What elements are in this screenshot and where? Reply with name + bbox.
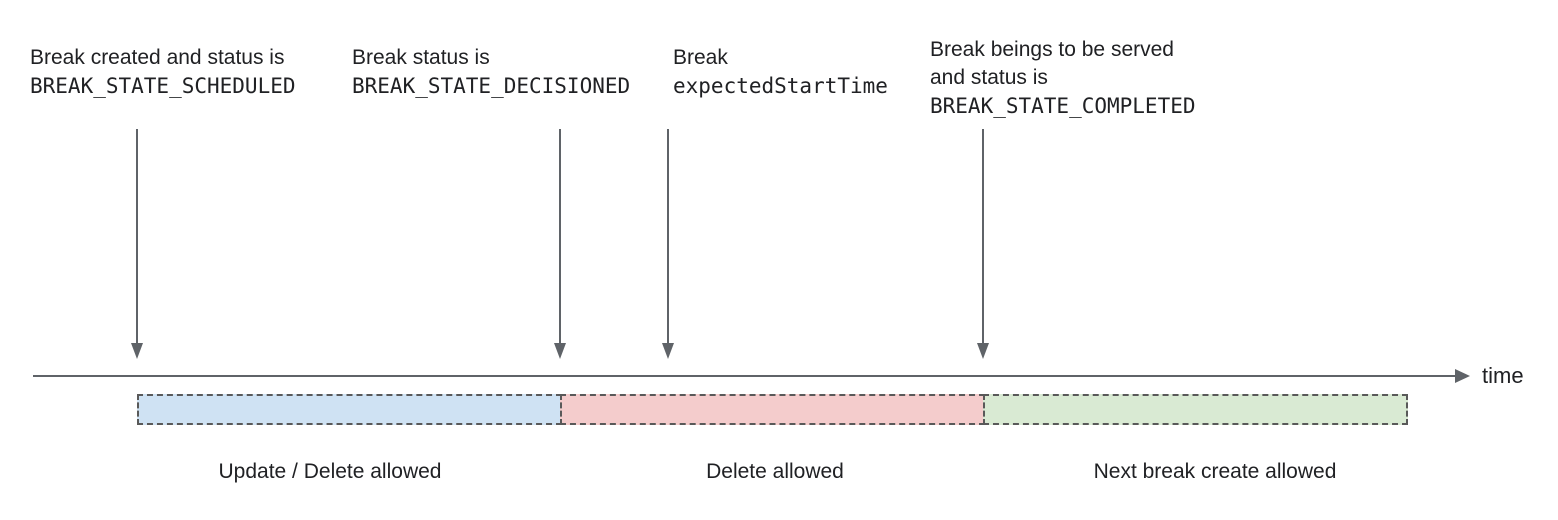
annotation-field-code: expectedStartTime: [673, 74, 888, 98]
annotation-break-scheduled: Break created and status is BREAK_STATE_…: [30, 44, 296, 100]
arrow-shaft: [559, 129, 561, 343]
arrow-down-icon: [131, 343, 143, 359]
segment-label-update-delete: Update / Delete allowed: [218, 460, 442, 483]
segment-label-delete: Delete allowed: [706, 460, 844, 483]
segment-update-delete-allowed: [137, 394, 562, 425]
annotation-text: Break: [673, 46, 728, 69]
event-arrow-completed: [977, 129, 989, 359]
arrow-shaft: [667, 129, 669, 343]
annotation-break-decisioned: Break status is BREAK_STATE_DECISIONED: [352, 44, 630, 100]
annotation-break-completed: Break beings to be served and status is …: [930, 36, 1196, 120]
segment-label-next-break: Next break create allowed: [1093, 460, 1337, 483]
time-axis-line: [33, 375, 1456, 377]
event-arrow-expected-start: [662, 129, 674, 359]
event-arrow-scheduled: [131, 129, 143, 359]
segment-delete-allowed: [560, 394, 985, 425]
arrow-shaft: [136, 129, 138, 343]
annotation-text: Break created and status is: [30, 46, 285, 69]
segment-next-break-create-allowed: [983, 394, 1408, 425]
annotation-state-code: BREAK_STATE_DECISIONED: [352, 74, 631, 98]
arrow-shaft: [982, 129, 984, 343]
arrow-down-icon: [662, 343, 674, 359]
arrow-down-icon: [977, 343, 989, 359]
annotation-text: Break beings to be served: [930, 38, 1174, 61]
arrow-right-icon: [1455, 369, 1470, 383]
annotation-expected-start-time: Break expectedStartTime: [673, 44, 888, 100]
annotation-text: and status is: [930, 66, 1048, 89]
time-axis-label: time: [1482, 363, 1524, 388]
annotation-state-code: BREAK_STATE_COMPLETED: [930, 94, 1196, 118]
arrow-down-icon: [554, 343, 566, 359]
annotation-state-code: BREAK_STATE_SCHEDULED: [30, 74, 296, 98]
annotation-text: Break status is: [352, 46, 490, 69]
event-arrow-decisioned: [554, 129, 566, 359]
